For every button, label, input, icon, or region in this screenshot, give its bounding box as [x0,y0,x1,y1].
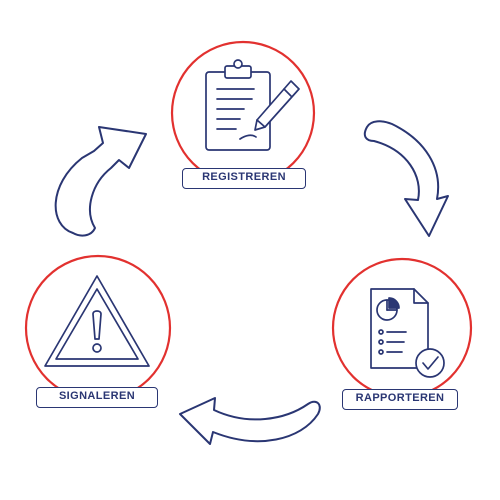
stage-signaleren: SIGNALEREN [16,253,176,413]
clipboard-pencil-icon [164,40,324,190]
stage-rapporteren: RAPPORTEREN [324,253,474,413]
arrow-rapporteren-to-signaleren [180,398,320,444]
report-document-checkmark-icon [324,253,474,413]
arrow-registreren-to-rapporteren [365,121,448,236]
stage-registreren: REGISTREREN [164,40,324,190]
arrow-signaleren-to-registreren [56,127,146,236]
stage-label-signaleren: SIGNALEREN [36,387,158,408]
stage-label-rapporteren: RAPPORTEREN [342,389,458,410]
stage-label-registreren: REGISTREREN [182,168,306,189]
warning-triangle-icon [16,253,176,413]
